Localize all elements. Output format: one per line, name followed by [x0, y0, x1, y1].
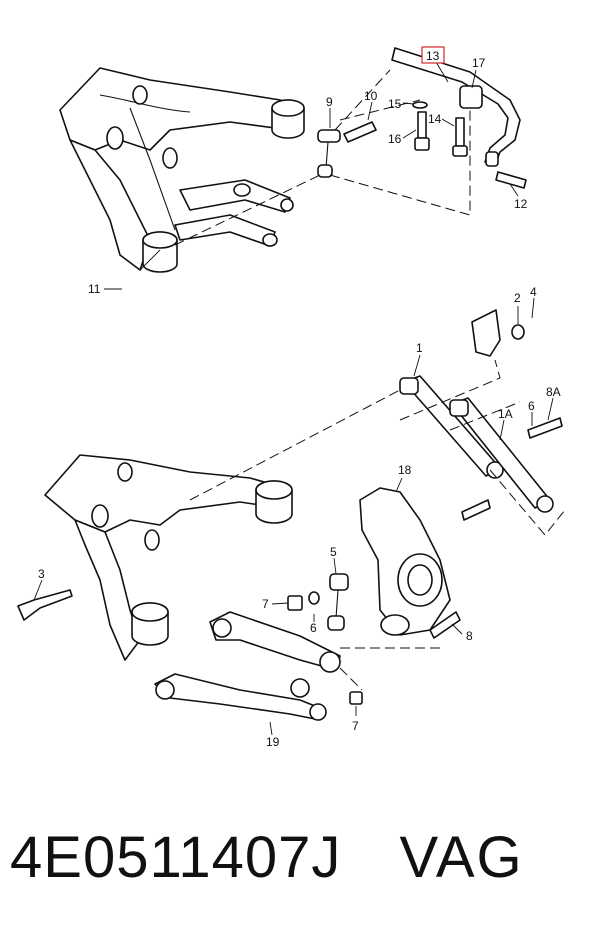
top-dash-3: [329, 110, 471, 216]
brand-name: VAG: [399, 824, 524, 890]
label-16: 16: [388, 132, 402, 146]
bottom-dash-6: [339, 667, 363, 691]
label-9: 9: [326, 95, 333, 109]
bottom-leaders: [33, 297, 554, 736]
top-coupling-link: [317, 101, 527, 189]
top-dash-1: [334, 69, 391, 131]
label-6-lower: 6: [310, 621, 317, 635]
label-5: 5: [330, 545, 337, 559]
part-number: 4E0511407J: [10, 824, 342, 890]
label-14: 14: [428, 112, 442, 126]
label-7-lower: 7: [352, 719, 359, 733]
highlight-box-13: [421, 46, 445, 64]
label-3: 3: [38, 567, 45, 581]
caption: 4E0511407J VAG: [10, 812, 590, 902]
top-stabilizer-bar: [391, 47, 521, 167]
bottom-coupling-link: [17, 573, 349, 631]
label-7-upper: 7: [262, 597, 269, 611]
exploded-parts-diagram: 13 17 9 10 15 16 14 12 11: [17, 46, 566, 749]
label-17: 17: [472, 56, 486, 70]
label-1A: 1A: [498, 407, 513, 421]
label-15: 15: [388, 97, 402, 111]
wheel-hub-carrier: [359, 487, 461, 639]
label-2: 2: [514, 291, 521, 305]
label-8A: 8A: [546, 385, 561, 399]
bottom-dash-4: [489, 469, 566, 536]
bottom-dash-2: [399, 359, 501, 421]
label-10: 10: [364, 89, 378, 103]
bottom-subframe: [44, 454, 293, 661]
label-11: 11: [88, 282, 101, 296]
label-6-upper: 6: [528, 399, 535, 413]
bottom-links: [399, 309, 563, 521]
label-1: 1: [416, 341, 423, 355]
bottom-dash-1: [189, 389, 401, 501]
label-4: 4: [530, 285, 537, 299]
lower-control-arms: [154, 611, 363, 721]
label-12: 12: [514, 197, 528, 211]
top-dash-4: [339, 99, 421, 121]
label-13: 13: [426, 49, 440, 63]
label-19: 19: [266, 735, 280, 749]
top-subframe: [59, 67, 305, 273]
top-leaders: [104, 61, 519, 290]
bottom-dash-3: [449, 401, 521, 431]
label-18: 18: [398, 463, 412, 477]
label-8: 8: [466, 629, 473, 643]
top-dash-2: [174, 174, 321, 246]
